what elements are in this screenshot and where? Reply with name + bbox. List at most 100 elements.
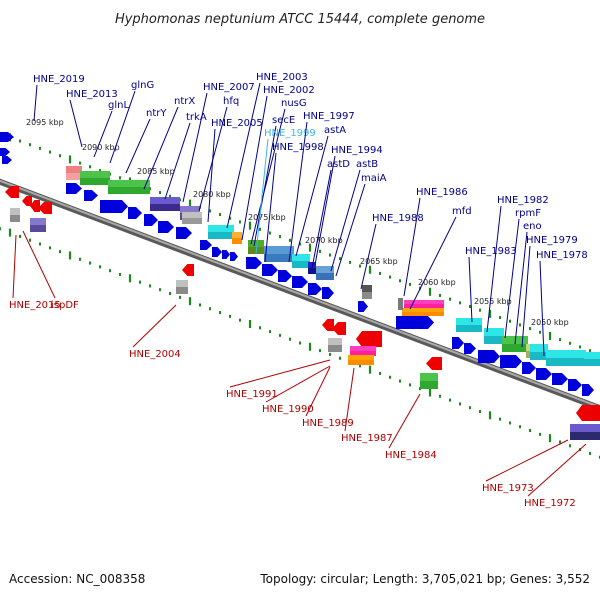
gene-label-hne_1997: HNE_1997: [303, 111, 355, 122]
function-block: [456, 318, 482, 325]
gene-label-hne_1991: HNE_1991: [226, 389, 278, 400]
function-block: [248, 240, 264, 247]
function-block: [308, 262, 316, 268]
gene-label-nusg: nusG: [281, 98, 307, 109]
gene-label-astd: astD: [327, 159, 350, 170]
label-leader-line: [207, 128, 216, 223]
gene-label-hne_1999: HNE_1999: [264, 128, 316, 139]
function-block: [570, 432, 600, 440]
reverse-gene-arrow: [30, 200, 40, 212]
function-block: [10, 208, 20, 215]
gene-label-hfq: hfq: [223, 96, 239, 107]
function-block: [108, 180, 150, 187]
accession-text: Accession: NC_008358: [9, 572, 146, 586]
function-block: [398, 298, 403, 310]
label-leader-line: [12, 234, 17, 299]
forward-gene-arrow: [246, 257, 262, 269]
function-block: [264, 246, 294, 254]
forward-gene-arrow: [322, 287, 334, 299]
function-block: [30, 225, 46, 232]
scale-label: 2065 kbp: [360, 257, 398, 266]
function-block: [66, 173, 82, 180]
function-block: [570, 424, 600, 432]
label-leader-line: [486, 205, 502, 333]
gene-label-astb: astB: [356, 159, 378, 170]
reverse-gene-arrow: [332, 322, 346, 335]
gene-label-hne_1990: HNE_1990: [262, 404, 314, 415]
gene-label-hne_1994: HNE_1994: [331, 145, 383, 156]
label-leader-line: [360, 223, 377, 290]
function-block: [362, 292, 372, 299]
function-block: [150, 204, 180, 211]
function-block: [404, 300, 444, 304]
label-leader-line: [226, 82, 261, 229]
forward-gene-arrow: [552, 373, 568, 385]
label-leader-line: [539, 260, 545, 357]
forward-gene-arrow: [292, 276, 308, 288]
function-block: [292, 254, 310, 261]
forward-gene-arrow: [0, 148, 10, 156]
label-leader-line: [314, 155, 336, 266]
forward-gene-arrow: [158, 221, 174, 233]
label-leader-line: [265, 365, 331, 403]
forward-gene-arrow: [396, 316, 434, 329]
forward-gene-arrow: [2, 156, 12, 164]
label-leader-line: [521, 245, 531, 348]
function-block: [316, 273, 334, 280]
gene-label-hne_2019: HNE_2019: [33, 74, 85, 85]
gene-label-hne_1983: HNE_1983: [465, 246, 517, 257]
gene-label-hne_2007: HNE_2007: [203, 82, 255, 93]
function-block: [208, 225, 234, 232]
label-leader-line: [485, 439, 569, 482]
label-leader-line: [335, 183, 366, 277]
forward-gene-arrow: [0, 132, 14, 142]
forward-gene-arrow: [100, 200, 128, 213]
gene-label-rpmf: rpmF: [515, 208, 541, 219]
reverse-gene-labels: HNE_2015ispDFHNE_2004HNE_1991HNE_1990HNE…: [9, 230, 587, 509]
forward-gene-arrow: [66, 183, 82, 194]
gene-label-hne_1972: HNE_1972: [524, 498, 576, 509]
scale-label: 2085 kbp: [137, 167, 175, 176]
function-block: [180, 206, 200, 213]
gene-label-maia: maiA: [361, 173, 387, 184]
function-block: [80, 171, 110, 178]
scale-label: 2075 kbp: [248, 213, 286, 222]
forward-gene-arrow: [452, 337, 464, 349]
label-leader-line: [93, 110, 113, 158]
forward-gene-arrow: [478, 350, 500, 363]
forward-gene-arrow: [522, 362, 536, 374]
genome-backbone-highlight: [0, 179, 600, 409]
gene-label-glnl: glnL: [108, 100, 129, 111]
function-block: [348, 355, 374, 360]
function-block: [362, 285, 372, 292]
gene-label-sece: secE: [272, 115, 295, 126]
function-block: [232, 238, 242, 244]
function-block: [484, 328, 504, 336]
function-block: [66, 166, 82, 173]
label-leader-line: [164, 122, 191, 200]
label-leader-line: [344, 367, 355, 432]
scale-label: 2095 kbp: [26, 118, 64, 127]
map-title: Hyphomonas neptunium ATCC 15444, complet…: [115, 12, 485, 27]
function-block: [584, 352, 600, 359]
function-block: [150, 197, 180, 204]
function-block: [546, 358, 586, 366]
forward-gene-arrow: [568, 379, 582, 391]
label-leader-line: [527, 443, 587, 497]
label-leader-line: [132, 304, 177, 348]
label-leader-line: [468, 256, 473, 323]
gene-label-eno: eno: [523, 221, 542, 232]
gene-label-ntrx: ntrX: [174, 96, 195, 107]
gene-label-hne_1987: HNE_1987: [341, 433, 393, 444]
label-leader-line: [388, 393, 421, 449]
function-block: [420, 381, 438, 389]
forward-gene-arrow: [536, 368, 552, 380]
scale-label: 2090 kbp: [82, 143, 120, 152]
function-block: [176, 280, 188, 287]
lower-scale-ticks: [0, 227, 600, 459]
forward-gene-arrow: [222, 250, 230, 259]
function-block: [546, 350, 586, 358]
label-leader-line: [253, 125, 277, 247]
